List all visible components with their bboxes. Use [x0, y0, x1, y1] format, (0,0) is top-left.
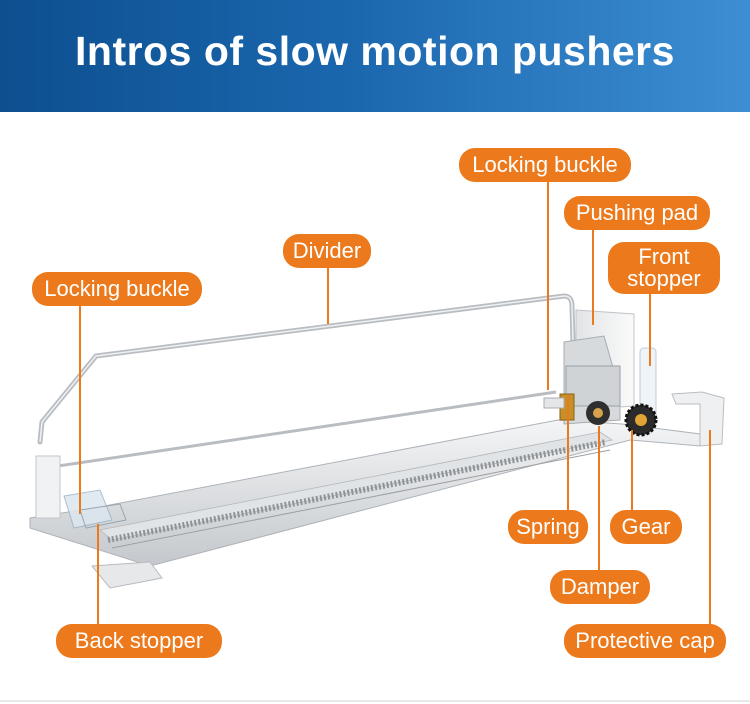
header-banner: Intros of slow motion pushers	[0, 0, 750, 112]
label-locking-buckle-top: Locking buckle	[459, 148, 631, 182]
label-locking-buckle-left: Locking buckle	[32, 272, 202, 306]
leader-lines	[79, 182, 711, 626]
divider-wire	[37, 293, 577, 445]
label-front-stopper: Front stopper	[608, 242, 720, 294]
back-stopper-piece	[35, 455, 61, 519]
page-title: Intros of slow motion pushers	[75, 28, 675, 74]
label-divider: Divider	[283, 234, 371, 268]
label-gear: Gear	[610, 510, 682, 544]
label-pushing-pad: Pushing pad	[564, 196, 710, 230]
label-damper: Damper	[550, 570, 650, 604]
label-back-stopper: Back stopper	[56, 624, 222, 658]
label-spring: Spring	[508, 510, 588, 544]
bottom-divider	[0, 700, 750, 702]
label-protective-cap: Protective cap	[564, 624, 726, 658]
